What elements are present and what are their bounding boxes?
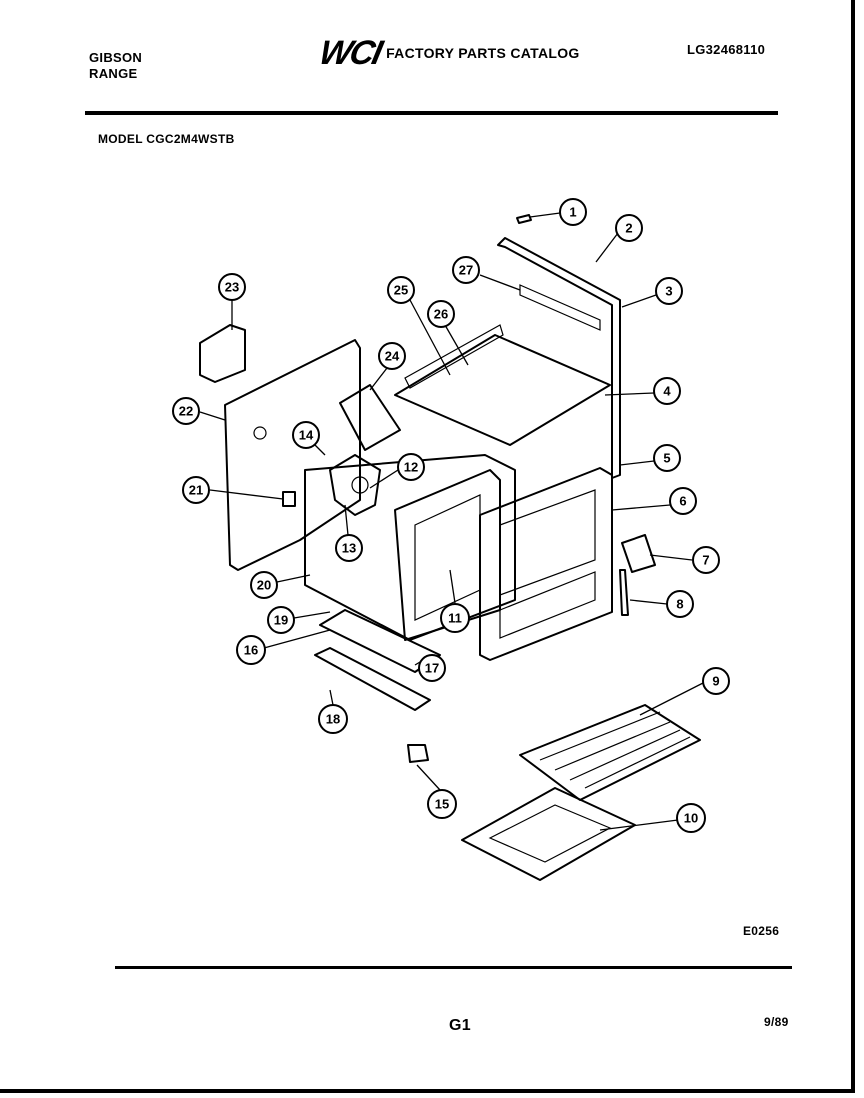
svg-text:13: 13 [342,541,356,556]
svg-text:6: 6 [679,494,686,509]
footer-rule [115,966,792,969]
part-16-kick-plate [314,647,431,711]
svg-text:5: 5 [663,451,670,466]
revision-date: 9/89 [764,1015,789,1029]
part-6-door [479,467,613,661]
svg-text:7: 7 [702,553,709,568]
svg-text:25: 25 [394,283,408,298]
svg-text:22: 22 [179,404,193,419]
figure-code: E0256 [743,924,780,938]
callout-27: 27 [452,256,480,284]
document-number: LG32468110 [687,42,766,57]
part-3-rear-frame [497,237,621,479]
part-10-broiler-pan [461,787,636,881]
callout-8: 8 [666,590,694,618]
callout-18: 18 [318,704,348,734]
svg-text:18: 18 [326,712,340,727]
svg-text:17: 17 [425,661,439,676]
part-4-top-panel [394,334,611,446]
svg-text:15: 15 [435,797,449,812]
svg-text:4: 4 [663,384,671,399]
svg-text:20: 20 [257,578,271,593]
callout-19: 19 [267,606,295,634]
brand-block: GIBSON RANGE [89,50,142,82]
svg-text:2: 2 [625,221,632,236]
brand-name: GIBSON [89,50,143,65]
model-number: MODEL CGC2M4WSTB [98,132,235,146]
svg-text:14: 14 [299,428,314,443]
page-number: G1 [449,1017,471,1034]
callout-10: 10 [676,803,706,833]
part-22-side-panel [224,339,361,571]
product-type: RANGE [89,66,138,81]
svg-text:11: 11 [448,611,462,626]
callout-26: 26 [427,300,455,328]
part-15-knob [407,744,429,763]
svg-text:8: 8 [676,597,683,612]
svg-text:26: 26 [434,307,448,322]
callout-24: 24 [378,342,406,370]
catalog-title: FACTORY PARTS CATALOG [386,45,580,61]
callout-9: 9 [702,667,730,695]
svg-text:12: 12 [404,460,418,475]
callout-17: 17 [418,654,446,682]
header-rule [85,111,778,115]
svg-text:21: 21 [189,483,203,498]
callout-2: 2 [615,214,643,242]
svg-text:1: 1 [569,205,576,220]
part-9-oven-rack [519,704,701,801]
callout-4: 4 [653,377,681,405]
svg-text:9: 9 [712,674,719,689]
callout-1: 1 [559,198,587,226]
part-12-13-14-burner [329,454,381,516]
part-7-hinge [621,534,656,573]
callout-6: 6 [669,487,697,515]
svg-text:16: 16 [244,643,258,658]
callout-22: 22 [172,397,200,425]
svg-text:24: 24 [385,349,400,364]
svg-text:3: 3 [665,284,672,299]
svg-text:10: 10 [684,811,698,826]
callout-25: 25 [387,276,415,304]
svg-text:19: 19 [274,613,288,628]
callout-14: 14 [292,421,320,449]
callout-13: 13 [335,534,363,562]
leader-lines [199,212,704,831]
callout-12: 12 [397,453,425,481]
callout-3: 3 [655,277,683,305]
part-1-clip [516,214,532,224]
svg-text:27: 27 [459,263,473,278]
callout-20: 20 [250,571,278,599]
svg-text:23: 23 [225,280,239,295]
callout-23: 23 [218,273,246,301]
callout-7: 7 [692,546,720,574]
oven-cavity [304,454,516,641]
part-17-bottom [319,609,441,673]
callout-5: 5 [653,444,681,472]
part-8-spring [619,569,629,616]
part-23-bracket [199,324,246,383]
callout-15: 15 [427,789,457,819]
part-24-baffle [339,384,401,451]
callout-16: 16 [236,635,266,665]
callout-11: 11 [440,603,470,633]
catalog-header: WCI FACTORY PARTS CATALOG [316,34,580,72]
callout-21: 21 [182,476,210,504]
part-21 [282,491,296,507]
